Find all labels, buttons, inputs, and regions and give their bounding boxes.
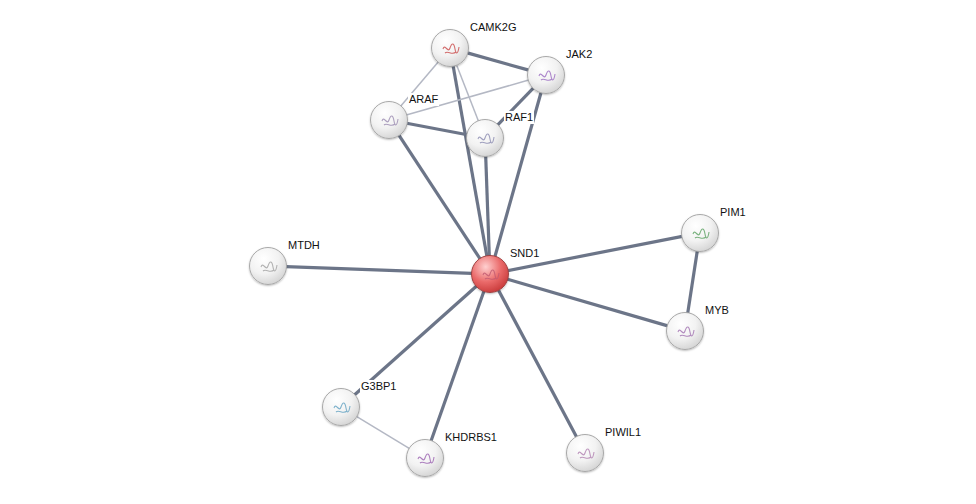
interaction-edge: [457, 65, 479, 121]
interaction-edge: [688, 251, 698, 313]
node-label: SND1: [509, 247, 540, 260]
interaction-edge: [486, 156, 490, 256]
structure-icon: [259, 258, 279, 276]
interaction-edge: [467, 53, 528, 70]
interaction-edge: [453, 66, 487, 257]
protein-node: PIM1: [681, 214, 719, 252]
interaction-edge: [508, 236, 683, 270]
structure-icon: [380, 112, 400, 130]
node-label: JAK2: [565, 48, 593, 61]
protein-node: MYB: [666, 312, 704, 350]
protein-node: SND1: [471, 255, 509, 293]
protein-node: PIWIL1: [566, 434, 604, 472]
node-label: RAF1: [504, 111, 534, 124]
structure-icon: [481, 266, 501, 284]
interaction-edge: [431, 291, 484, 441]
protein-node: G3BP1: [322, 388, 360, 426]
structure-icon: [476, 130, 496, 148]
structure-icon: [691, 225, 711, 243]
protein-node: CAMK2G: [431, 29, 469, 67]
structure-icon: [416, 450, 436, 468]
interaction-edge: [356, 416, 409, 448]
structure-icon: [332, 399, 352, 417]
structure-icon: [441, 40, 461, 58]
node-label: ARAF: [408, 93, 439, 106]
interaction-edge: [495, 92, 541, 256]
interaction-edge: [507, 279, 667, 326]
interaction-edge: [498, 290, 576, 437]
node-label: KHDRBS1: [444, 431, 498, 444]
node-label: MTDH: [287, 239, 321, 252]
interaction-edge: [498, 88, 534, 125]
node-label: G3BP1: [360, 380, 397, 393]
node-label: CAMK2G: [469, 21, 517, 34]
interaction-edge: [286, 267, 472, 274]
structure-icon: [537, 67, 557, 85]
node-label: PIWIL1: [604, 426, 642, 439]
protein-node: ARAF: [370, 101, 408, 139]
node-label: PIM1: [719, 206, 747, 219]
node-label: MYB: [704, 304, 730, 317]
structure-icon: [676, 323, 696, 341]
protein-node: JAK2: [527, 56, 565, 94]
protein-node: MTDH: [249, 247, 287, 285]
structure-icon: [576, 445, 596, 463]
interaction-edge: [354, 286, 476, 395]
interaction-edge: [407, 123, 468, 134]
interaction-edge: [401, 62, 439, 107]
protein-node: RAF1: [466, 119, 504, 157]
protein-node: KHDRBS1: [406, 439, 444, 477]
